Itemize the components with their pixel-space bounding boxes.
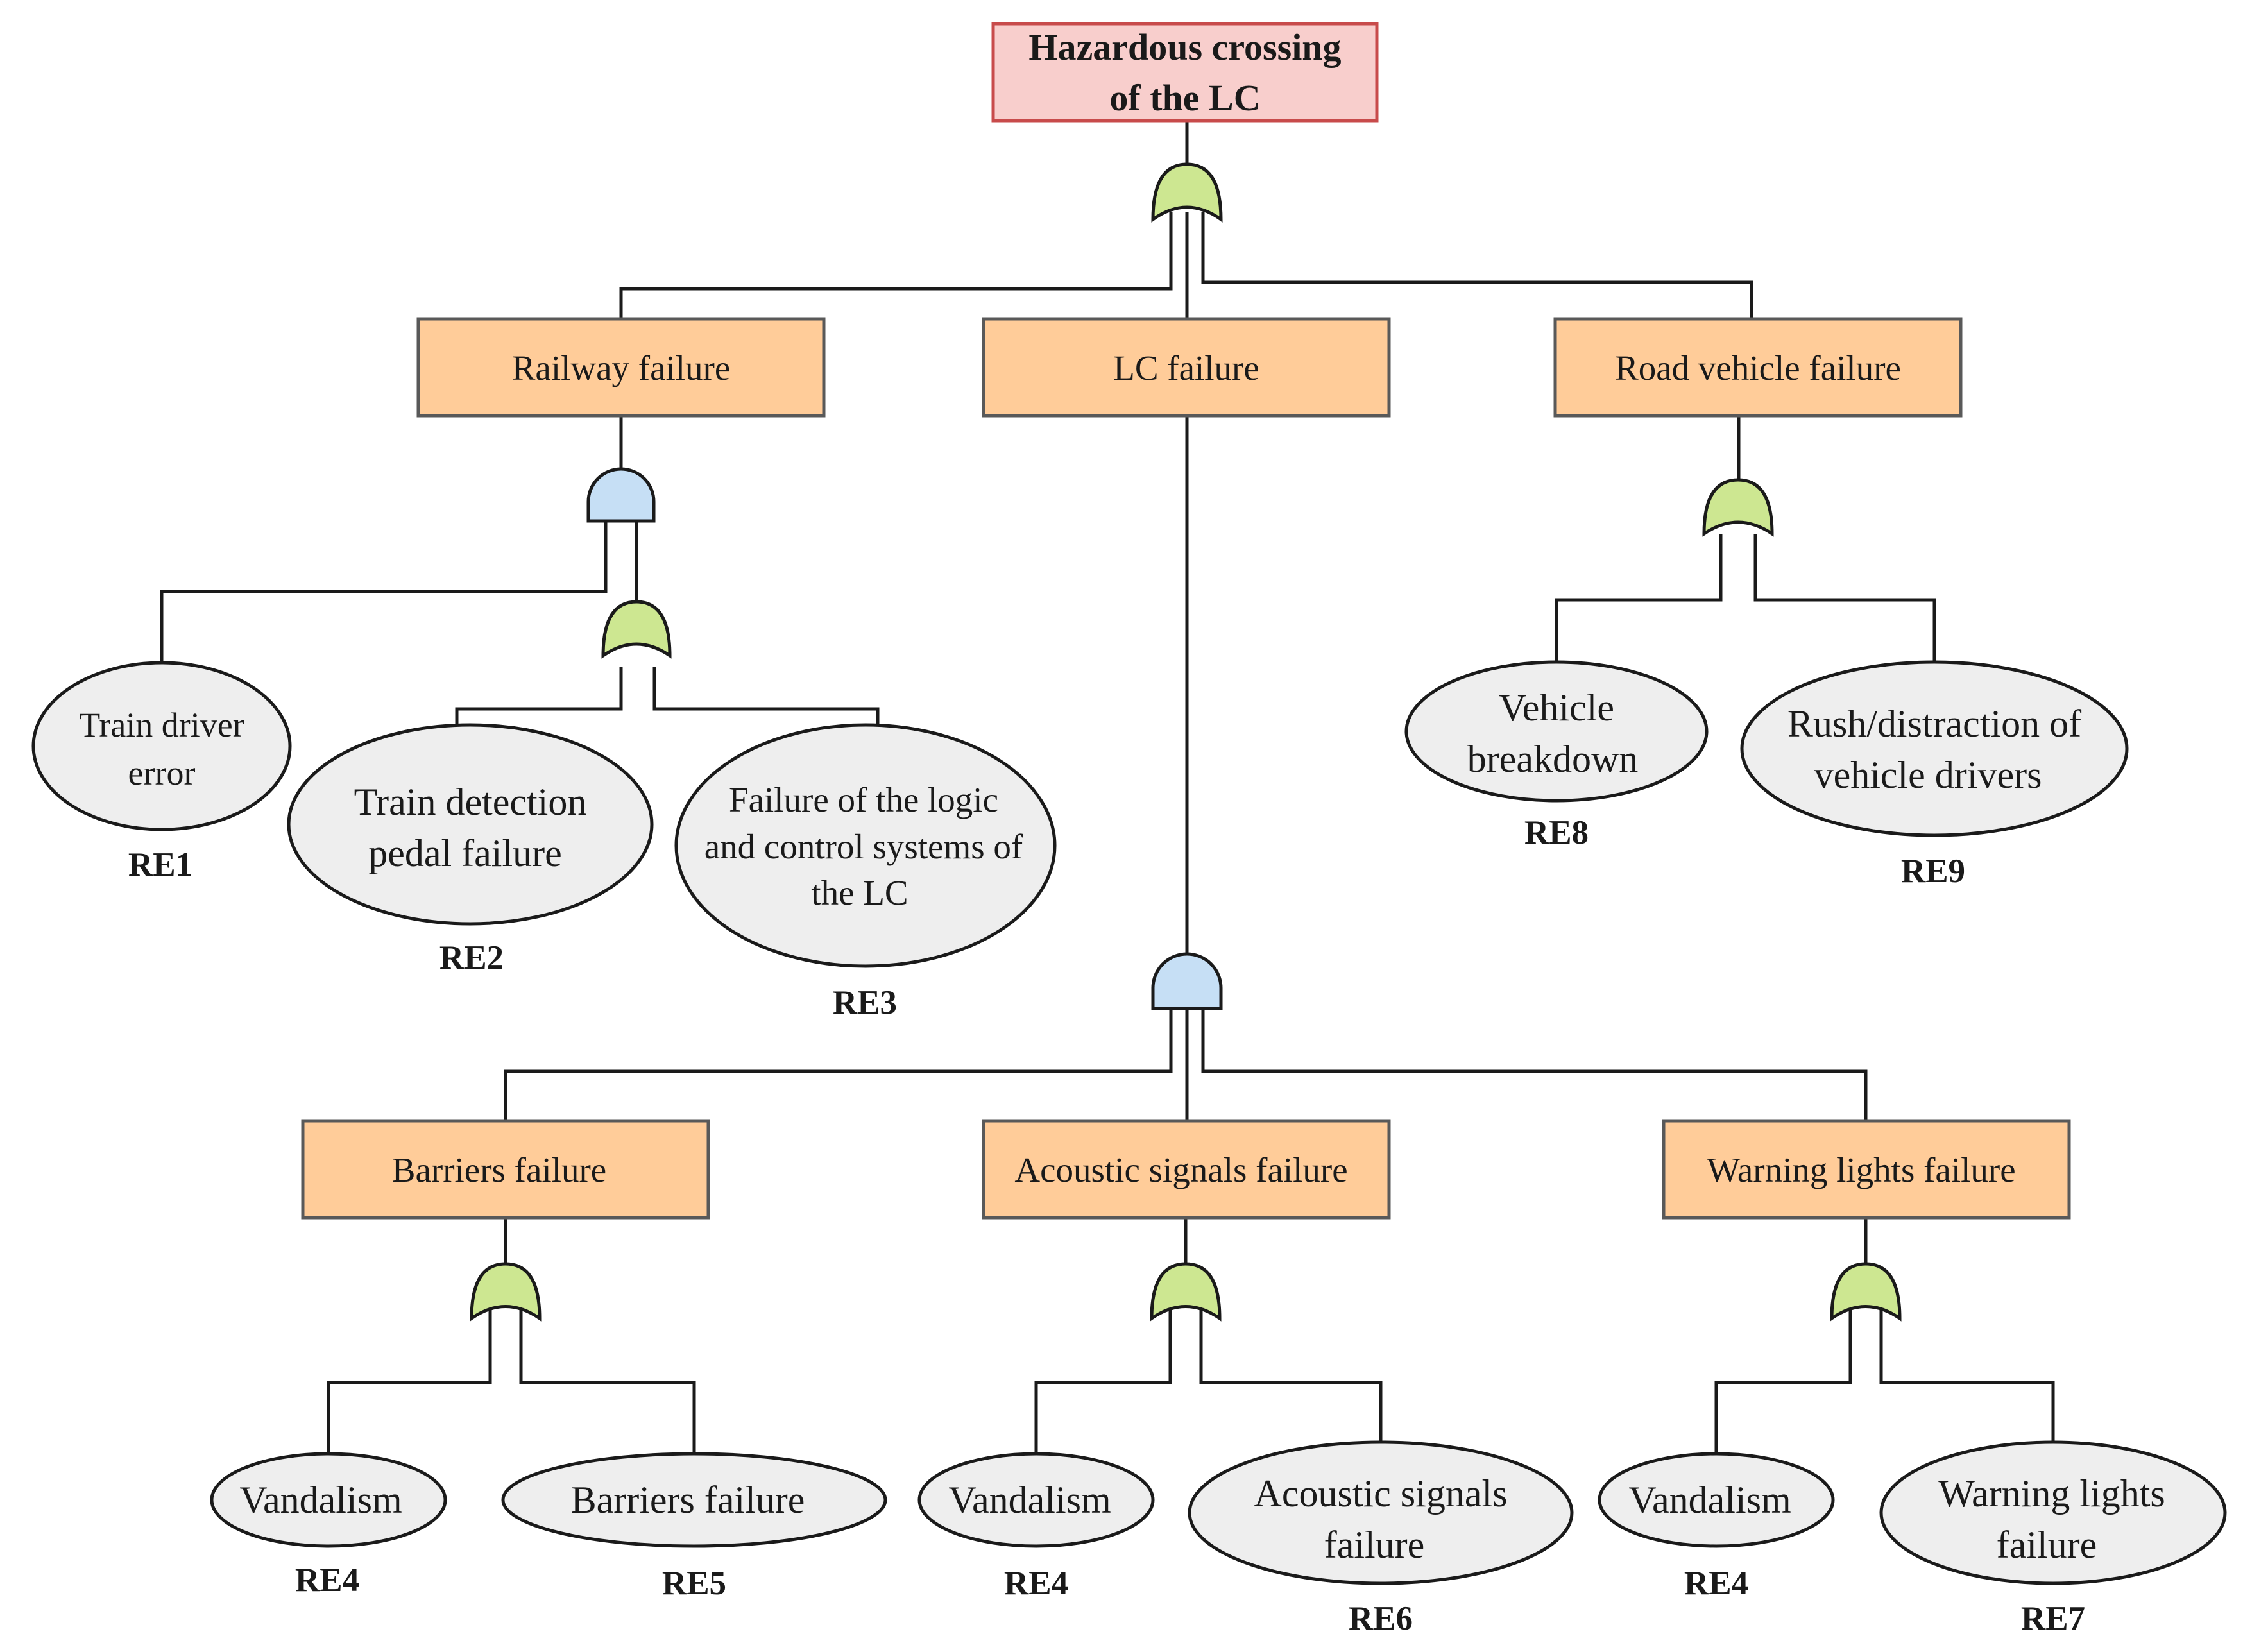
basic-event-code: RE4 <box>1004 1565 1068 1602</box>
basic-event-re1: Train driver error RE1 <box>31 661 292 883</box>
basic-event-text: Vandalism <box>239 1479 402 1521</box>
intermediate-event-label: LC failure <box>1113 348 1259 387</box>
basic-event-text: Vehicle <box>1499 686 1614 729</box>
intermediate-event-acoustic-signals: Acoustic signals failure <box>982 1119 1391 1220</box>
basic-event-text: Train detection <box>354 781 587 823</box>
basic-event-text: Train driver <box>79 706 244 744</box>
basic-event-re7: Warning lights failure RE7 <box>1879 1440 2227 1637</box>
basic-event-code: RE8 <box>1524 814 1589 851</box>
intermediate-event-warning-lights: Warning lights failure <box>1662 1119 2071 1220</box>
or-gate-icon <box>1702 478 1774 537</box>
intermediate-event-label: Railway failure <box>512 348 731 387</box>
top-event-title-line2: of the LC <box>1109 77 1260 119</box>
basic-event-text: and control systems of <box>704 827 1023 866</box>
basic-event-text: Failure of the logic <box>729 780 998 819</box>
basic-event-text: Vandalism <box>948 1479 1111 1521</box>
intermediate-event-road-vehicle: Road vehicle failure <box>1553 317 1963 418</box>
basic-event-text: breakdown <box>1467 738 1639 780</box>
basic-event-text: Barriers failure <box>571 1479 805 1521</box>
basic-event-text: the LC <box>811 873 908 912</box>
basic-event-text: failure <box>1997 1524 2097 1566</box>
basic-event-text: Rush/distraction of <box>1787 703 2081 745</box>
basic-event-code: RE4 <box>295 1562 359 1599</box>
basic-event-re4-barriers: Vandalism RE4 <box>210 1452 447 1599</box>
basic-event-re4-warning: Vandalism RE4 <box>1598 1452 1835 1602</box>
basic-event-code: RE6 <box>1349 1600 1413 1637</box>
basic-event-re8: Vehicle breakdown RE8 <box>1404 660 1709 851</box>
or-gate-icon <box>1830 1262 1902 1322</box>
basic-event-code: RE4 <box>1684 1565 1748 1602</box>
intermediate-event-label: Acoustic signals failure <box>1014 1150 1347 1189</box>
basic-event-text: pedal failure <box>368 832 562 874</box>
basic-event-re5: Barriers failure RE5 <box>501 1452 887 1602</box>
intermediate-event-barriers: Barriers failure <box>301 1119 710 1220</box>
basic-event-text: Warning lights <box>1938 1472 2165 1515</box>
intermediate-event-label: Road vehicle failure <box>1615 348 1901 387</box>
basic-event-re3: Failure of the logic and control systems… <box>674 723 1057 1021</box>
basic-event-code: RE5 <box>662 1565 726 1602</box>
basic-event-text: Acoustic signals <box>1254 1472 1508 1515</box>
basic-event-code: RE2 <box>439 939 504 976</box>
basic-event-text: vehicle drivers <box>1814 754 2042 796</box>
basic-event-code: RE7 <box>2021 1600 2085 1637</box>
basic-event-text: failure <box>1324 1524 1425 1566</box>
intermediate-event-lc: LC failure <box>982 317 1391 418</box>
intermediate-event-label: Barriers failure <box>392 1150 606 1189</box>
top-event: Hazardous crossing of the LC <box>991 22 1379 123</box>
intermediate-event-railway: Railway failure <box>416 317 826 418</box>
intermediate-event-label: Warning lights failure <box>1707 1150 2015 1189</box>
gates <box>470 162 1902 1322</box>
basic-event-code: RE3 <box>833 984 897 1021</box>
basic-event-text: error <box>128 754 196 792</box>
basic-event-re6: Acoustic signals failure RE6 <box>1188 1440 1574 1637</box>
basic-event-text: Vandalism <box>1628 1479 1791 1521</box>
top-event-title-line1: Hazardous crossing <box>1028 26 1341 68</box>
and-gate-icon <box>1151 952 1223 1010</box>
basic-event-re9: Rush/distraction of vehicle drivers RE9 <box>1740 660 2129 890</box>
or-gate-icon <box>1151 162 1223 223</box>
or-gate-icon <box>1150 1262 1222 1322</box>
or-gate-icon <box>470 1262 542 1322</box>
or-gate-icon <box>601 600 672 659</box>
basic-event-code: RE1 <box>128 846 192 883</box>
basic-event-re4-acoustic: Vandalism RE4 <box>917 1452 1155 1602</box>
basic-event-re2: Train detection pedal failure RE2 <box>287 723 654 976</box>
basic-event-code: RE9 <box>1901 853 1965 890</box>
and-gate-icon <box>586 467 656 523</box>
